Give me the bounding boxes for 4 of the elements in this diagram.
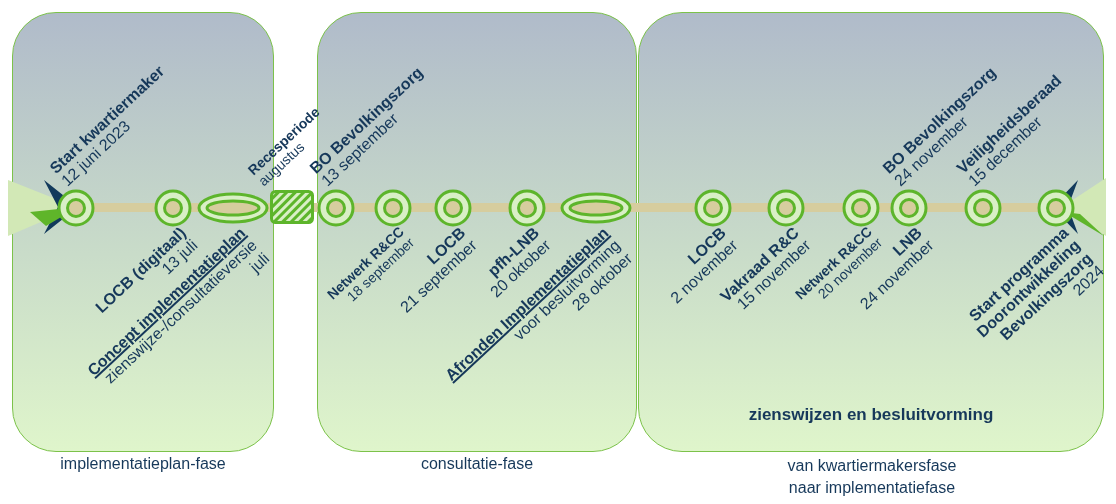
phase-caption: implementatieplan-fase	[59, 455, 227, 473]
panel-heading: zienswijzen en besluitvorming	[747, 405, 995, 425]
phase-caption: consultatie-fase	[419, 455, 535, 473]
phase-caption: van kwartiermakersfase naar implementatiefase	[786, 456, 958, 498]
